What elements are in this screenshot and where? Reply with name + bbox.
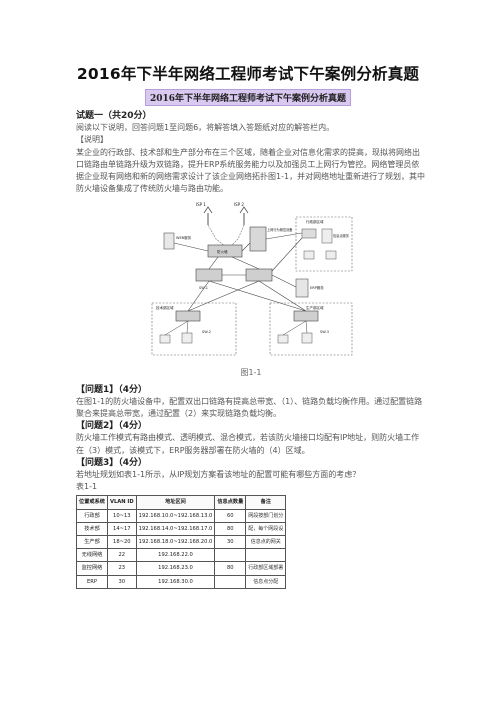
- question-1-subheading: 【问题1】（4分）: [76, 384, 148, 395]
- table-cell: [214, 548, 247, 563]
- table-cell: 行政部: [76, 508, 108, 523]
- switch-3-icon: [293, 311, 319, 322]
- erp-server-label: ERP服务: [310, 285, 324, 290]
- online-mgmt-label: 上网行为管控设备: [267, 227, 293, 232]
- core-switch-1-icon: [195, 269, 223, 282]
- table-cell: 14~17: [106, 521, 137, 537]
- erp-server-icon: [295, 279, 309, 298]
- sw1-label: SW-1: [199, 286, 208, 290]
- table-cell: 10~13: [106, 508, 137, 523]
- table-cell: 18~20: [106, 535, 137, 550]
- table-cell: 60: [214, 508, 247, 523]
- tech-printer-icon: [181, 333, 193, 344]
- table-cell: 80: [214, 521, 247, 537]
- table-caption: 表1-1: [76, 482, 98, 492]
- question-2-subheading: 【问题2】（4分）: [76, 421, 148, 432]
- table-cell: 无线网络: [76, 548, 108, 563]
- table-header-cell: 信息点数量: [214, 495, 247, 510]
- document-body: 试题一（共20分） 阅读以下说明，回答问题1至问题6，将解答填入答题纸对应的解答…: [76, 110, 426, 589]
- table-note-cell: 信息点分配: [245, 574, 287, 589]
- network-topology-figure: ISP 1 ISP 2 WEB服务 防火墙 上网行为管控设备: [146, 199, 356, 359]
- admin-pc-icon: [303, 251, 315, 260]
- network-topology-diagram: ISP 1 ISP 2 WEB服务 防火墙 上网行为管控设备: [151, 202, 353, 356]
- table-note-cell: 配，每个网段设: [245, 521, 287, 537]
- table-header-cell: 备注: [245, 495, 287, 510]
- switch-2-icon: [175, 311, 201, 322]
- sw2-label: SW-2: [202, 330, 211, 334]
- core-switch-2-icon: [245, 269, 273, 282]
- table-row: ERP 30 192.168.30.0 信息点分配: [76, 574, 287, 589]
- tech-area-box: [151, 303, 237, 356]
- address-plan-table: 位置或系统 VLAN ID 地址区间 信息点数量 备注 行政部 10~13 19…: [76, 495, 287, 589]
- admin-area-box: [295, 217, 353, 272]
- prod-area-box: [269, 303, 353, 356]
- firewall-label: 防火墙: [217, 249, 228, 254]
- table-cell: 22: [106, 548, 137, 563]
- table-cell: [214, 574, 247, 589]
- info-server-label: 信息点服务: [333, 233, 350, 238]
- table-header-row: 位置或系统 VLAN ID 地址区间 信息点数量 备注: [76, 495, 287, 510]
- table-cell: 192.168.22.0: [135, 548, 216, 563]
- question-3-text: 若地址规划如表1-1所示，从IP规划方案看该地址的配置可能有哪些方面的考虑？: [76, 470, 361, 480]
- isp2-icon: [239, 206, 249, 226]
- table-cell: 30: [106, 574, 137, 589]
- isp2-label: ISP 2: [234, 202, 244, 207]
- prod-pc-icon: [277, 335, 289, 344]
- highlighted-subtitle: 2016年下半年网络工程师考试下午案例分析真题: [144, 89, 352, 106]
- table-cell: 技术部: [76, 521, 108, 537]
- table-cell: 生产部: [76, 535, 108, 550]
- table-cell: 192.168.18.0~192.168.20.0: [135, 535, 216, 550]
- question-1-text: 在图1-1的防火墙设备中，配置双出口链路有提高总带宽、（1）、链路负载均衡作用。…: [76, 396, 423, 419]
- admin-switch-icon: [301, 229, 317, 239]
- question-2-text: 防火墙工作模式有路由模式、透明模式、混合模式，若该防火墙接口均配有IP地址，则防…: [76, 433, 420, 455]
- table-note-cell: [245, 548, 287, 563]
- table-note-cell: 网段按部门划分: [245, 508, 287, 523]
- explain-label: 【说明】: [76, 135, 108, 145]
- tech-area-label: 技术部区域: [156, 305, 174, 310]
- online-mgmt-icon: [249, 227, 267, 252]
- admin-pc2-icon: [325, 251, 337, 260]
- prod-device-icon: [301, 333, 313, 344]
- table-cell: 监控网络: [76, 561, 108, 576]
- figure-caption: 图1-1: [240, 368, 262, 378]
- table-cell: 192.168.10.0~192.168.13.0: [135, 508, 216, 523]
- admin-area-label: 行政部区域: [306, 219, 324, 224]
- question-3-subheading: 【问题3】（4分）: [76, 457, 148, 468]
- table-cell: 23: [106, 561, 137, 576]
- isp1-label: ISP 1: [196, 202, 206, 207]
- table-cell: 192.168.30.0: [135, 574, 216, 589]
- table-header-cell: VLAN ID: [106, 495, 137, 510]
- explain-text: 某企业的行政部、技术部和生产部分布在三个区域，随着企业对信息化需求的提高，现拟将…: [76, 147, 426, 194]
- info-server-icon: [321, 229, 333, 244]
- intro-text: 阅读以下说明，回答问题1至问题6，将解答填入答题纸对应的解答栏内。: [76, 123, 335, 133]
- table-row: 生产部 18~20 192.168.18.0~192.168.20.0 30 信…: [76, 535, 287, 550]
- table-cell: 80: [214, 561, 247, 576]
- table-header-cell: 位置或系统: [76, 495, 108, 510]
- table-note-cell: 行政部区域部署: [245, 561, 287, 576]
- web-server-label: WEB服务: [176, 235, 192, 240]
- table-cell: ERP: [76, 574, 108, 589]
- table-cell: 192.168.23.0: [135, 561, 216, 576]
- table-row: 行政部 10~13 192.168.10.0~192.168.13.0 60 网…: [76, 508, 287, 523]
- page-title: 2016年下半年网络工程师考试下午案例分析真题: [76, 65, 420, 83]
- tech-pc-icon: [159, 335, 171, 344]
- table-row: 监控网络 23 192.168.23.0 80 行政部区域部署: [76, 561, 287, 576]
- sw3-label: SW-3: [320, 330, 329, 334]
- question-1-heading: 试题一（共20分）: [76, 111, 152, 121]
- isp1-icon: [203, 206, 213, 226]
- table-note-cell: 信息点的网关: [245, 535, 287, 550]
- table-row: 无线网络 22 192.168.22.0: [76, 548, 287, 563]
- web-server-icon: [163, 233, 175, 250]
- table-cell: 30: [214, 535, 247, 550]
- table-header-cell: 地址区间: [135, 495, 216, 510]
- prod-area-label: 生产部区域: [306, 305, 324, 310]
- table-row: 技术部 14~17 192.168.14.0~192.168.17.0 80 配…: [76, 521, 287, 537]
- table-cell: 192.168.14.0~192.168.17.0: [135, 521, 216, 537]
